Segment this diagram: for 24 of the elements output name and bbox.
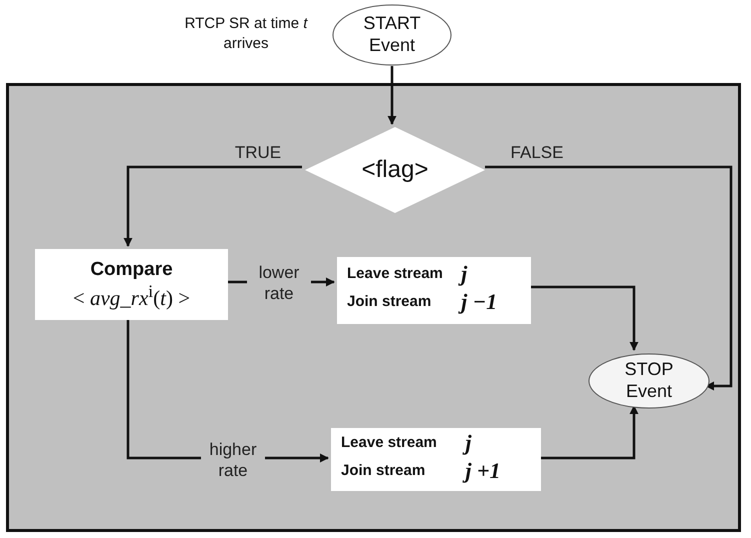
- trigger-text: RTCP SR at time t arrives: [184, 14, 309, 54]
- arrow: [388, 66, 396, 125]
- action-text: Leave stream: [347, 264, 443, 282]
- arrow: [538, 405, 638, 460]
- arrow: [485, 166, 732, 390]
- event-text: STOP Event: [624, 359, 674, 403]
- stream-index: j +1: [465, 458, 501, 484]
- stream-index: j: [465, 430, 472, 456]
- process-panel: [6, 83, 741, 532]
- box-title: Compare: [90, 258, 173, 280]
- arrow: [124, 166, 302, 247]
- condition-text: <flag>: [362, 156, 428, 184]
- process-box: [331, 428, 541, 491]
- arrow: [528, 286, 638, 351]
- event-text: START Event: [362, 13, 422, 57]
- formula-text: < avg_rx$^{i}$(t) >: [72, 280, 190, 310]
- action-text: Join stream: [341, 462, 426, 478]
- decision-diamond: [305, 127, 485, 213]
- process-box: [35, 249, 228, 320]
- process-box: [337, 257, 531, 324]
- action-text: Join stream: [347, 292, 432, 310]
- action-text: Leave stream: [341, 434, 437, 450]
- arrow: [126, 317, 329, 462]
- stop-ellipse: [588, 353, 710, 409]
